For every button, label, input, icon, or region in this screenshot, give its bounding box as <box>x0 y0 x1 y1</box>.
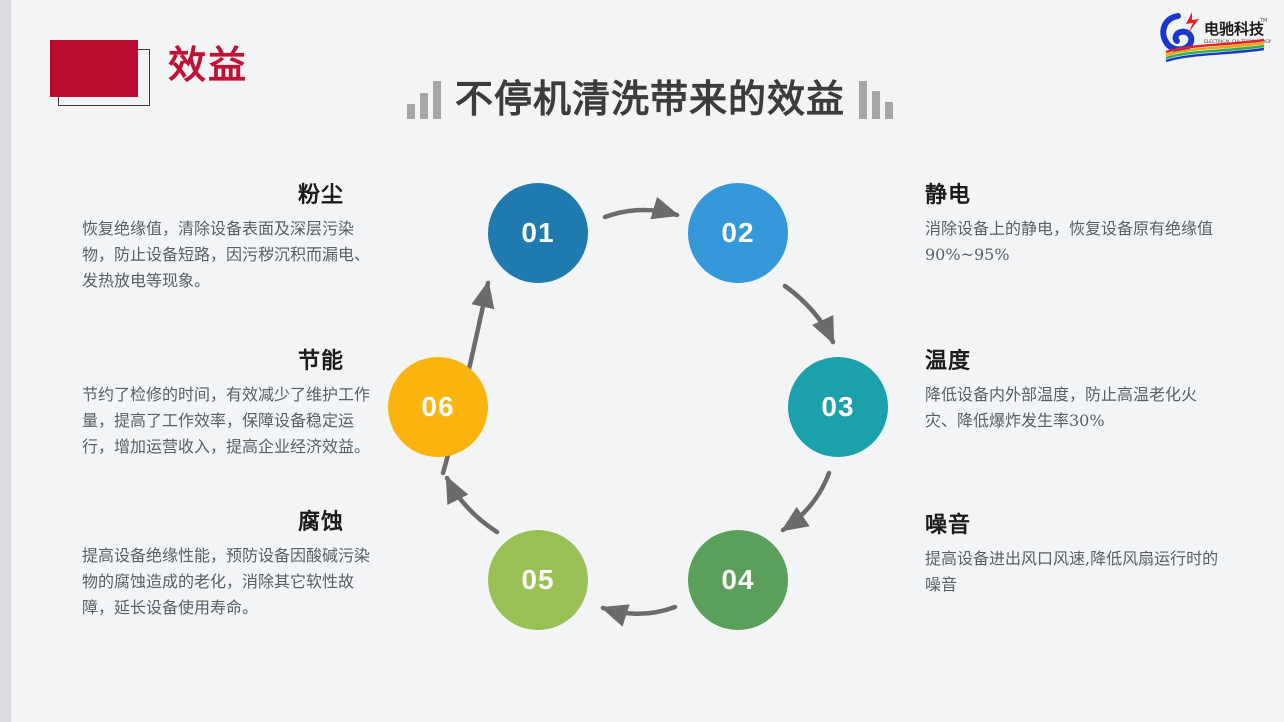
arrow-02-to-03 <box>782 283 836 345</box>
cycle-node-02-number: 02 <box>721 217 755 248</box>
cycle-node-04[interactable]: 04 <box>688 530 788 630</box>
svg-text:电驰科技: 电驰科技 <box>1204 20 1265 38</box>
cycle-diagram: 01 02 03 04 05 06 <box>355 160 915 660</box>
benefit-block-static: 静电 消除设备上的静电，恢复设备原有绝缘值90%~95% <box>925 182 1225 268</box>
arrow-01-to-02 <box>602 196 680 220</box>
svg-text:TM: TM <box>1259 18 1267 24</box>
page-title: 不停机清洗带来的效益 <box>454 79 845 121</box>
cycle-node-01-number: 01 <box>521 217 555 248</box>
benefit-block-corrosion: 腐蚀 提高设备绝缘性能，预防设备因酸碱污染物的腐蚀造成的老化，消除其它软性故障，… <box>82 509 382 621</box>
arrow-04-to-05 <box>600 604 678 627</box>
bar-chart-decoration-left-icon <box>406 81 441 119</box>
benefit-heading-noise: 噪音 <box>925 512 972 537</box>
benefit-heading-corrosion: 腐蚀 <box>297 509 344 534</box>
section-label: 效益 <box>168 45 249 87</box>
benefit-block-temperature: 温度 降低设备内外部温度，防止高温老化火灾、降低爆炸发生率30% <box>925 348 1225 434</box>
cycle-node-06[interactable]: 06 <box>388 357 488 457</box>
cycle-node-04-number: 04 <box>721 564 755 595</box>
benefit-body-temperature: 降低设备内外部温度，防止高温老化火灾、降低爆炸发生率30% <box>925 385 1198 431</box>
benefit-block-dust: 粉尘 恢复绝缘值，清除设备表面及深层污染物，防止设备短路，因污秽沉积而漏电、发热… <box>82 182 382 294</box>
arrow-05-to-06 <box>444 475 500 535</box>
section-tag-red-box <box>50 40 138 97</box>
benefit-heading-dust: 粉尘 <box>297 182 344 207</box>
bar-chart-decoration-right-icon <box>859 81 893 119</box>
benefit-body-corrosion: 提高设备绝缘性能，预防设备因酸碱污染物的腐蚀造成的老化，消除其它软性故障，延长设… <box>82 546 371 617</box>
cycle-node-03-number: 03 <box>821 391 855 422</box>
left-edge-strip <box>0 0 11 722</box>
company-logo: 电驰科技 ELECTRICAL CHI TECHNOLOGY TM <box>1152 6 1272 63</box>
benefit-heading-static: 静电 <box>925 182 972 207</box>
benefit-heading-temperature: 温度 <box>925 348 972 373</box>
title-row: 不停机清洗带来的效益 <box>340 70 960 130</box>
benefit-body-static: 消除设备上的静电，恢复设备原有绝缘值90%~95% <box>925 219 1214 265</box>
benefit-body-energy: 节约了检修的时间，有效减少了维护工作量，提高了工作效率，保障设备稳定运行，增加运… <box>82 385 371 456</box>
cycle-node-02[interactable]: 02 <box>688 183 788 283</box>
cycle-node-01[interactable]: 01 <box>488 183 588 283</box>
section-tag-decoration <box>50 40 150 106</box>
benefit-heading-energy: 节能 <box>297 348 344 373</box>
benefit-block-noise: 噪音 提高设备进出风口风速,降低风扇运行时的噪音 <box>925 512 1225 598</box>
benefit-body-noise: 提高设备进出风口风速,降低风扇运行时的噪音 <box>925 549 1219 595</box>
cycle-node-05-number: 05 <box>521 564 555 595</box>
cycle-arrows <box>440 196 836 627</box>
cycle-node-05[interactable]: 05 <box>488 530 588 630</box>
cycle-node-06-number: 06 <box>421 391 455 422</box>
benefit-body-dust: 恢复绝缘值，清除设备表面及深层污染物，防止设备短路，因污秽沉积而漏电、发热放电等… <box>82 219 371 290</box>
benefit-block-energy: 节能 节约了检修的时间，有效减少了维护工作量，提高了工作效率，保障设备稳定运行，… <box>82 348 382 460</box>
cycle-node-03[interactable]: 03 <box>788 357 888 457</box>
arrow-03-to-04 <box>780 470 832 533</box>
